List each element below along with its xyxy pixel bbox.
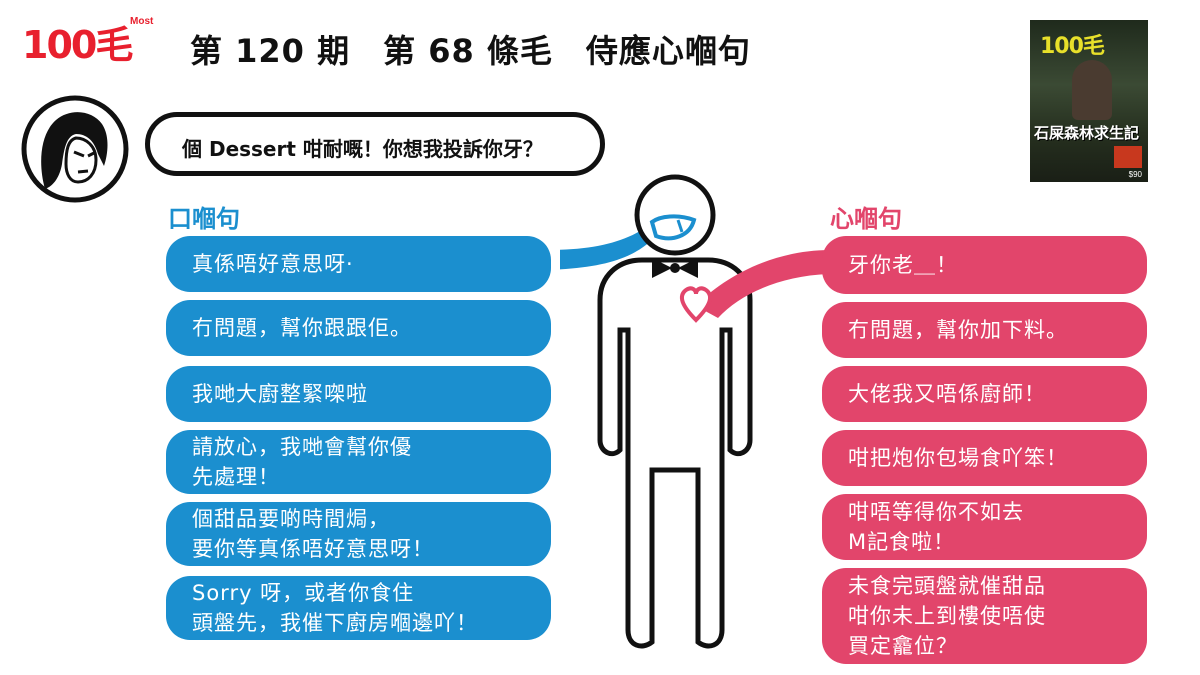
logo-text: 100毛 [22,23,133,67]
brand-logo: 100毛 Most [22,16,157,76]
mouth-line: 個甜品要啲時間焗， 要你等真係唔好意思呀！ [166,502,551,566]
mouth-line: Sorry 呀，或者你食住 頭盤先，我催下廚房嗰邊吖！ [166,576,551,640]
magazine-cover: 100毛 石屎森林求生記 $90 [1030,20,1148,182]
mouth-line: 真係唔好意思呀· [166,236,551,292]
mouth-line: 冇問題，幫你跟跟佢。 [166,300,551,356]
cover-badge [1114,146,1142,168]
mouth-line: 請放心，我哋會幫你優 先處理！ [166,430,551,494]
waiter-figure-icon [560,174,830,649]
cover-price: $90 [1128,170,1142,179]
customer-avatar-icon [21,95,129,203]
heart-column-title: 心嗰句 [830,205,902,233]
cover-logo: 100毛 [1040,34,1105,59]
customer-speech-bubble: 個 Dessert 咁耐嘅！你想我投訴你牙？ [145,112,605,176]
heart-line: 咁把炮你包場食吖笨！ [822,430,1147,486]
cover-photo [1072,60,1112,120]
heart-line: 牙你老＿！ [822,236,1147,294]
heart-line: 未食完頭盤就催甜品 咁你未上到樓使唔使 買定龕位？ [822,568,1147,664]
heart-line: 冇問題，幫你加下料。 [822,302,1147,358]
mouth-column-title: 口嗰句 [168,205,240,233]
customer-quote: 個 Dessert 咁耐嘅！你想我投訴你牙？ [182,137,543,161]
heart-line: 大佬我又唔係廚師！ [822,366,1147,422]
mouth-line: 我哋大廚整緊㗎啦 [166,366,551,422]
logo-super: Most [130,16,154,27]
heart-line: 咁唔等得你不如去 M記食啦！ [822,494,1147,560]
cover-title: 石屎森林求生記 [1034,124,1140,142]
page-title: 第 120 期 第 68 條毛 侍應心嗰句 [190,32,751,70]
